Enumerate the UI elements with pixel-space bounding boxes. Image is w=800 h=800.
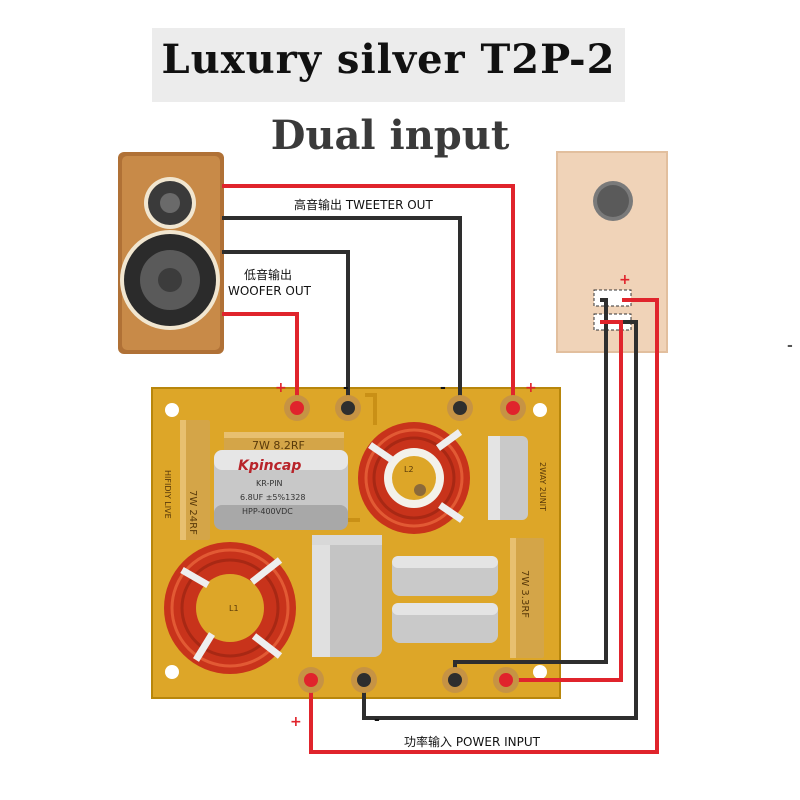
cap-spec-label: 6.8UF ±5%1328 — [240, 493, 305, 502]
capacitor-small-3 — [488, 436, 528, 520]
resistor-3r3 — [510, 538, 544, 658]
inductor-l1 — [164, 542, 296, 674]
cap-volt-label: HPP-400VDC — [242, 507, 293, 516]
cap-sub-label: KR-PIN — [256, 479, 283, 488]
plus-sign-tweeter: + — [525, 380, 537, 396]
minus-sign-input: - — [374, 712, 380, 728]
woofer-out-cn-label: 低音输出 — [244, 268, 293, 282]
plus-sign-input: + — [290, 714, 302, 730]
terminals — [284, 395, 526, 693]
coil-l1-label: L1 — [229, 604, 239, 613]
capacitor-vertical — [312, 535, 382, 657]
coil-l2-label: L2 — [404, 465, 414, 474]
woofer-out-en-label: WOOFER OUT — [228, 284, 311, 298]
board-side-left-label: HIFIDIY LIVE — [163, 470, 172, 519]
power-input-label: 功率输入 POWER INPUT — [404, 735, 540, 749]
resistor-3r3-label: 7W 3.3RF — [519, 570, 530, 618]
title-banner — [152, 28, 625, 102]
minus-sign-woofer: - — [343, 380, 349, 396]
resistor-8r2-label: 7W 8.2RF — [252, 439, 305, 452]
plus-sign-speaker: + — [619, 272, 631, 288]
plus-sign-woofer: + — [275, 380, 287, 396]
capacitor-6u8 — [214, 450, 348, 530]
capacitor-small-2 — [392, 603, 498, 643]
board-side-right-label: 2WAY 2UNIT — [538, 462, 547, 511]
cap-brand-label: Kpincap — [238, 458, 301, 474]
inductor-l2 — [358, 422, 470, 534]
capacitor-small-1 — [392, 556, 498, 596]
minus-sign-edge: - — [787, 338, 793, 354]
product-title: Luxury silver T2P-2 — [161, 36, 616, 83]
tweeter-out-label: 高音输出 TWEETER OUT — [294, 198, 433, 212]
right-speaker-back-icon — [556, 151, 668, 353]
resistor-24r-label: 7W 24RF — [187, 490, 198, 535]
minus-sign-tweeter: - — [440, 380, 446, 396]
resistor-24r — [180, 420, 210, 540]
wires — [222, 184, 659, 754]
subtitle: Dual input — [270, 112, 510, 159]
left-speaker-icon — [118, 152, 224, 354]
